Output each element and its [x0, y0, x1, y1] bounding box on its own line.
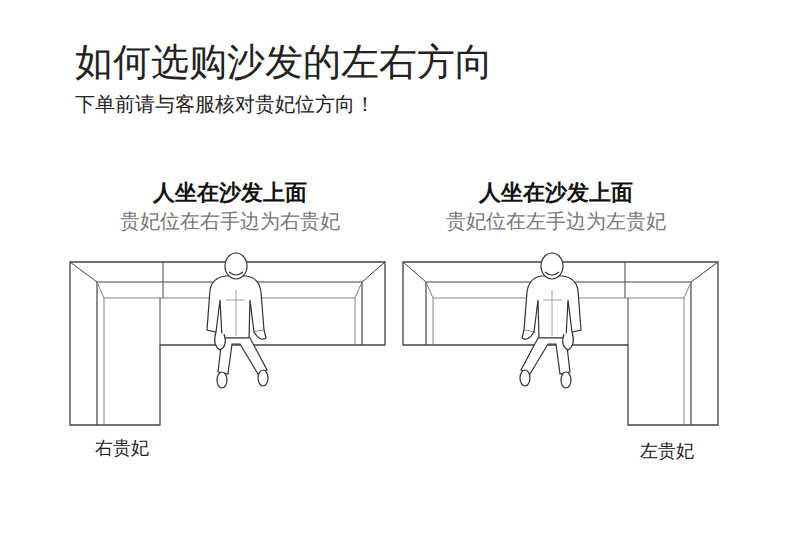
section-note: 贵妃位在左手边为左贵妃: [446, 209, 666, 233]
chaise-label: 左贵妃: [640, 440, 694, 462]
subtitle-note: 下单前请与客服核对贵妃位方向！: [75, 92, 375, 116]
section-heading: 人坐在沙发上面: [479, 180, 633, 206]
chaise-label: 右贵妃: [95, 437, 149, 459]
section-note: 贵妃位在右手边为右贵妃: [120, 209, 340, 233]
section-heading: 人坐在沙发上面: [153, 180, 307, 206]
page-title: 如何选购沙发的左右方向: [75, 40, 493, 86]
